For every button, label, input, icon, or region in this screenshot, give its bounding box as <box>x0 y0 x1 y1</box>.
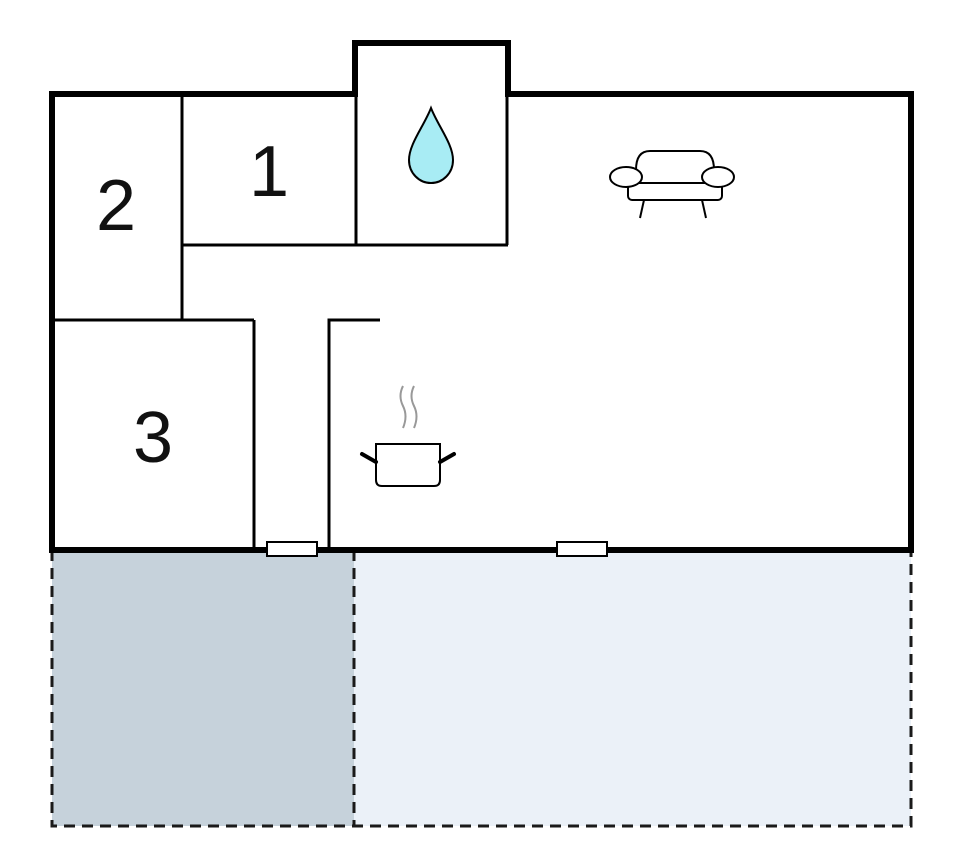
covered-terrace <box>52 550 354 826</box>
sofa-icon <box>609 150 735 219</box>
outer-walls <box>49 40 914 550</box>
window-hallway <box>266 541 318 557</box>
interior-walls <box>52 94 509 550</box>
water-drop-icon <box>407 105 455 185</box>
terrace-outline <box>50 550 913 828</box>
open-terrace <box>354 550 911 826</box>
cooking-pot-icon <box>360 385 456 487</box>
room-label-1: 1 <box>249 132 289 212</box>
room-label-3: 3 <box>133 398 173 478</box>
window-living-room <box>556 541 608 557</box>
room-label-2: 2 <box>96 166 136 246</box>
wall-kitchen-partition <box>327 318 380 550</box>
terraces <box>50 550 913 828</box>
